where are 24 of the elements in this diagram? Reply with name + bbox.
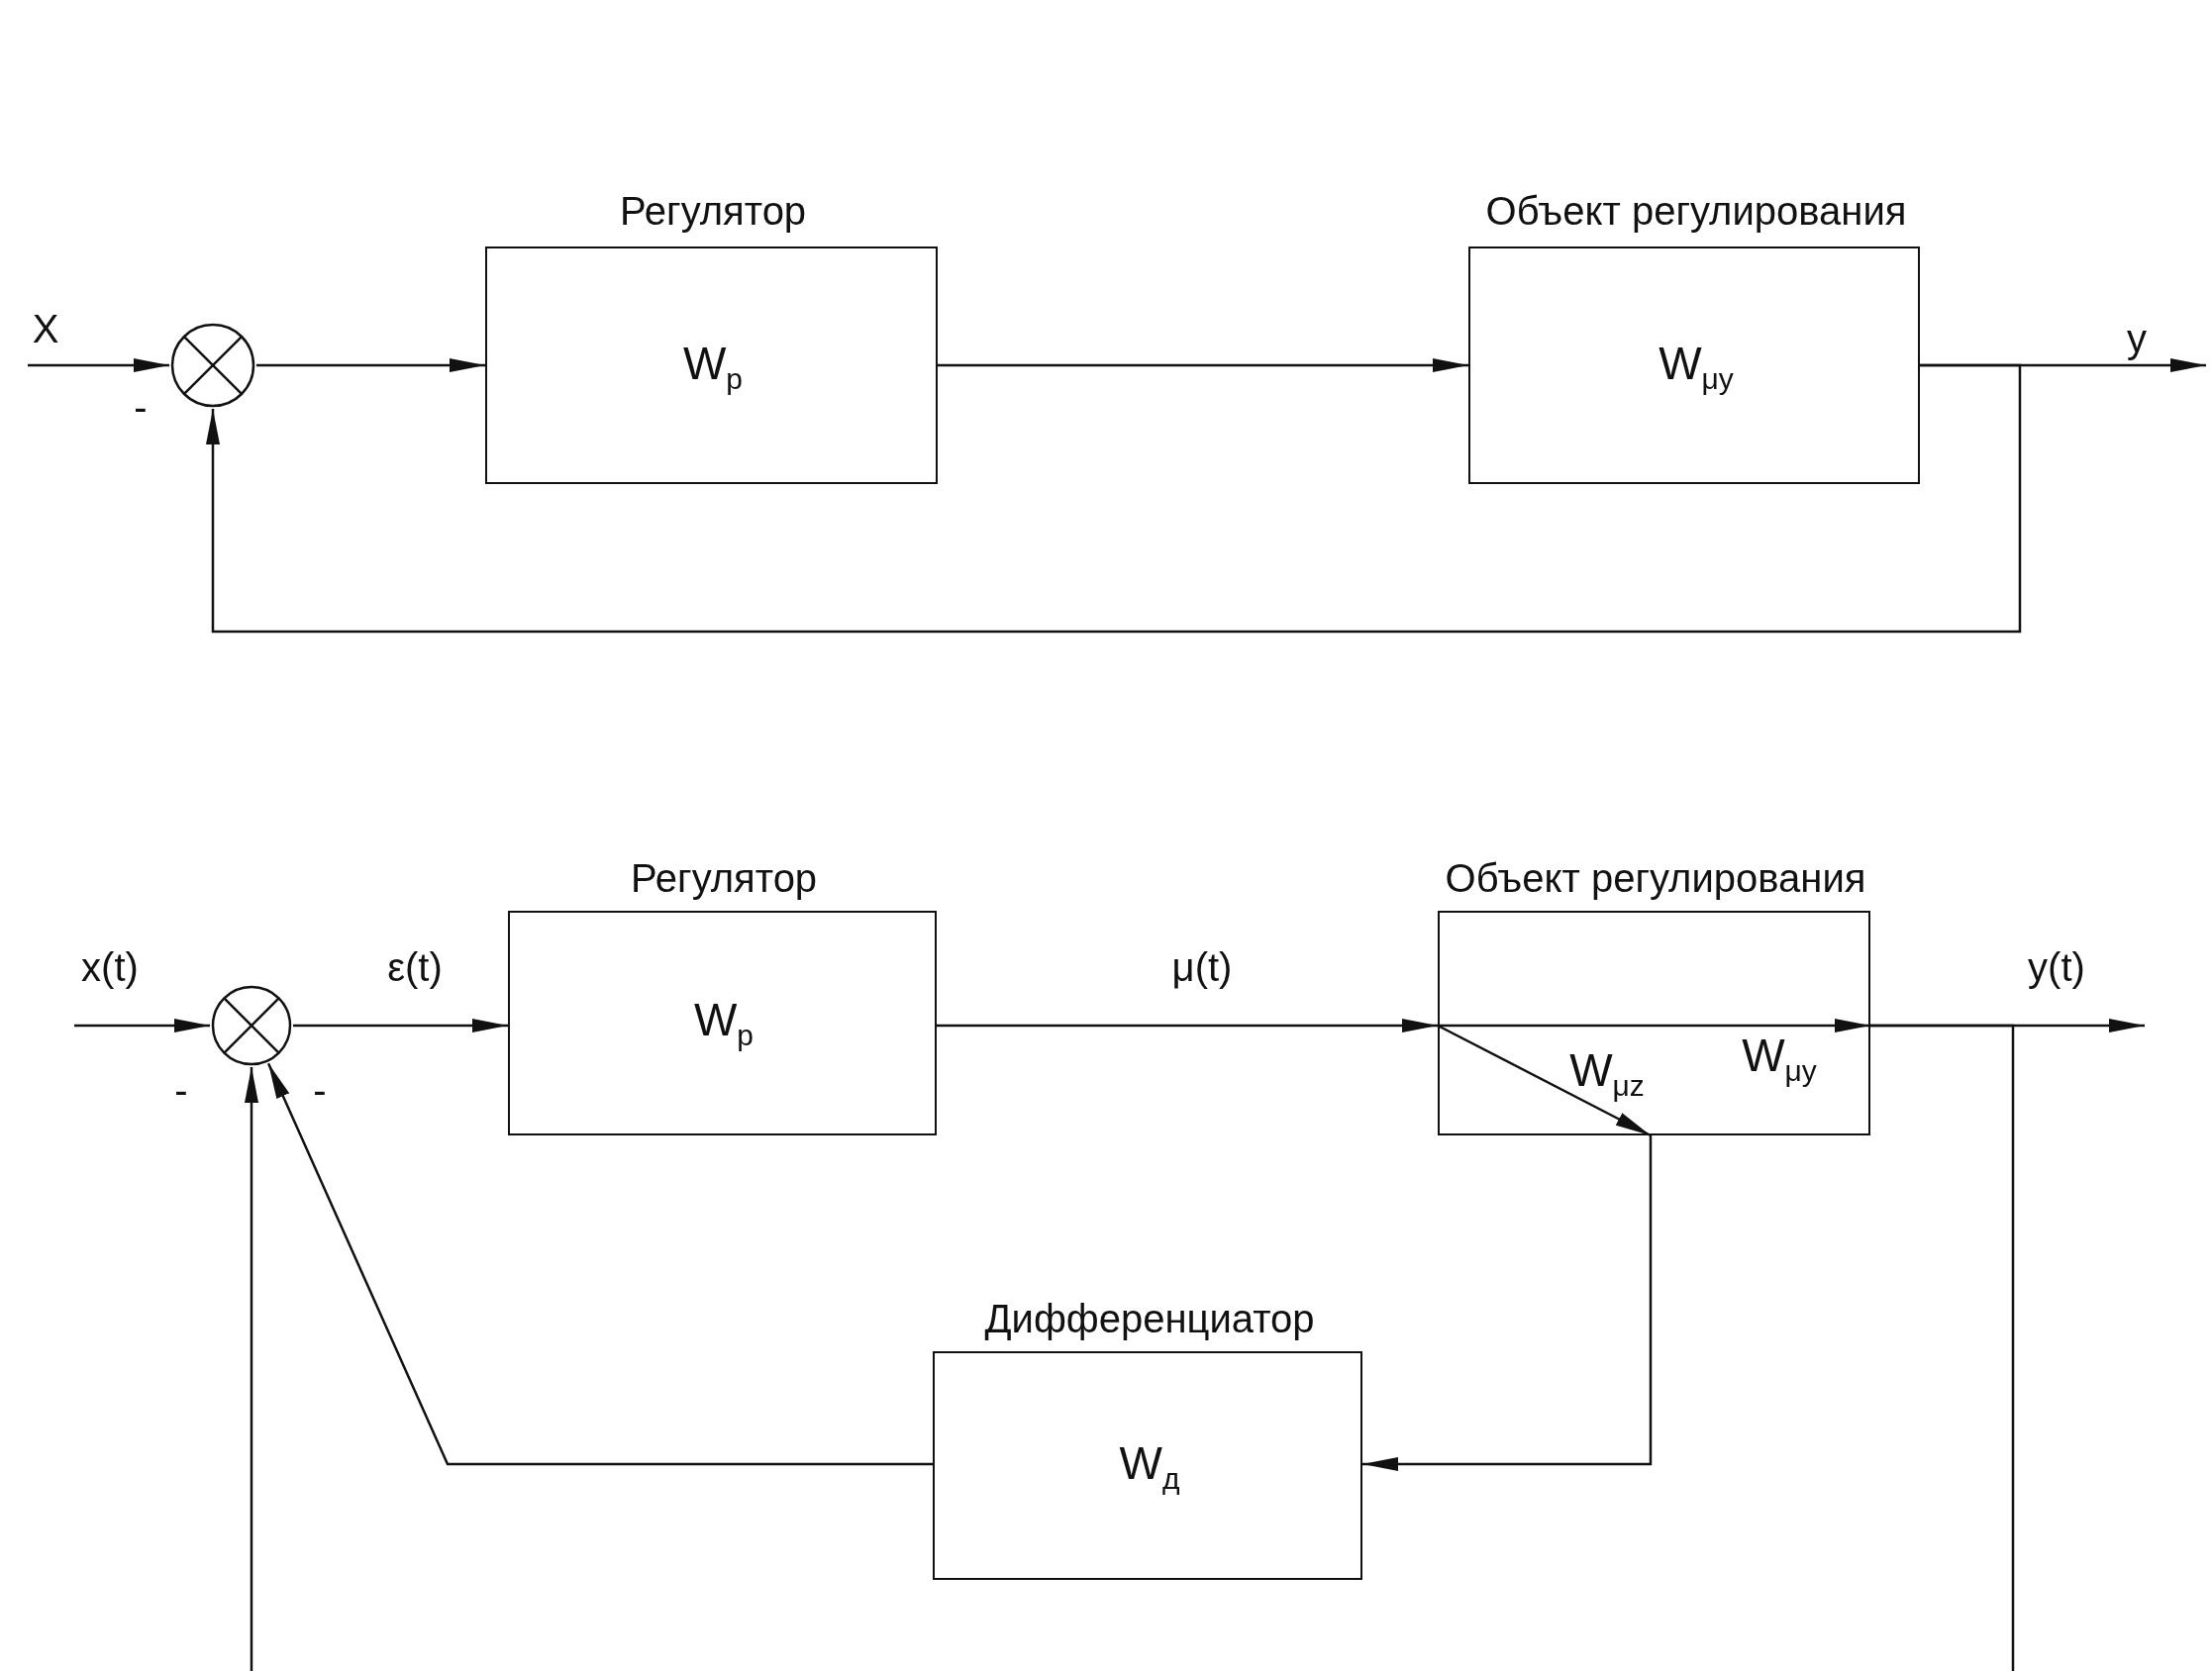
signal-arrow <box>266 1062 933 1466</box>
transfer-function: W$_{д}$ <box>1119 1439 1180 1495</box>
sign-label: - <box>313 1070 327 1110</box>
transfer-function: W$_{μy}$ <box>1659 340 1734 395</box>
transfer-function: W$_{μz}$ <box>1569 1046 1645 1102</box>
signal-arrow <box>245 1067 258 1671</box>
signal-arrow <box>28 358 169 372</box>
signal-arrow <box>256 358 485 372</box>
sign-label: - <box>174 1070 188 1110</box>
block-title: Объект регулирования <box>1445 858 1866 898</box>
block-title: Регулятор <box>619 191 807 231</box>
signal-arrow <box>937 1019 1438 1032</box>
sign-label: - <box>134 387 148 427</box>
transfer-function: W$_{р}$ <box>693 996 754 1051</box>
signal-arrow <box>1362 1135 1653 1471</box>
signal-arrow <box>206 363 2022 634</box>
block-title: Объект регулирования <box>1485 191 1907 231</box>
block-title: Дифференциатор <box>984 1299 1315 1338</box>
transfer-function: W$_{μy}$ <box>1742 1032 1817 1087</box>
signal-arrow <box>938 358 1468 372</box>
transfer-function: W$_{р}$ <box>682 340 744 395</box>
signal-arrow <box>74 1019 210 1032</box>
signal-arrow <box>293 1019 508 1032</box>
block-title: Регулятор <box>630 858 818 898</box>
